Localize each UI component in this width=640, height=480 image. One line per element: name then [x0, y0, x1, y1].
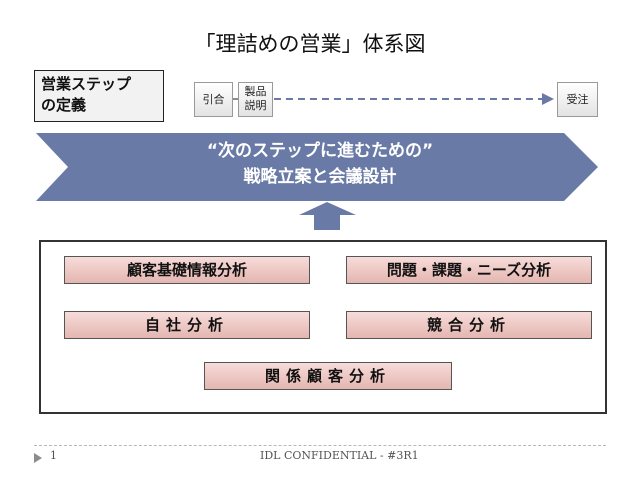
strategy-banner-line1: “次のステップに進むための” — [206, 141, 434, 161]
step-juchu: 受注 — [557, 82, 598, 117]
step-definition-box: 営業ステップ の定義 — [34, 70, 164, 122]
analysis-customer-basic-info: 顧客基礎情報分析 — [64, 256, 310, 284]
footer-divider — [34, 445, 606, 446]
up-arrow — [299, 202, 356, 230]
step-seihin-line2: 説明 — [244, 99, 267, 112]
step-hikiai: 引合 — [194, 82, 233, 117]
strategy-banner-line2: 戦略立案と会議設計 — [243, 167, 397, 187]
analysis-problems-issues-needs: 問題・課題・ニーズ分析 — [346, 256, 592, 284]
step-definition-line2: の定義 — [41, 96, 87, 114]
analysis-own-company: 自社分析 — [64, 311, 310, 339]
page-number: 1 — [50, 449, 57, 462]
page-title: 「理詰めの営業」体系図 — [194, 32, 426, 56]
confidential-notice: IDL CONFIDENTIAL - #3R1 — [260, 449, 419, 462]
step-definition-line1: 営業ステップ — [41, 75, 132, 93]
step-seihin-setsumei: 製品 説明 — [238, 82, 273, 117]
step-progress-arrowhead — [542, 93, 554, 105]
step-seihin-line1: 製品 — [244, 85, 267, 98]
analysis-related-customer: 関係顧客分析 — [204, 362, 452, 390]
footer-bullet-icon — [34, 453, 42, 463]
analysis-competitor: 競合分析 — [346, 311, 592, 339]
strategy-banner-text: “次のステップに進むための” 戦略立案と会議設計 — [90, 138, 550, 194]
